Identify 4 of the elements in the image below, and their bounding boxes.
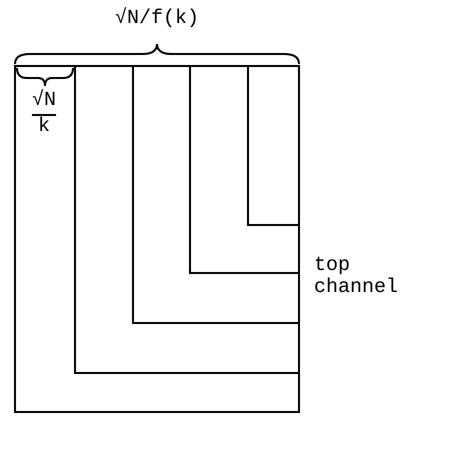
fraction-denominator: k [38,116,50,138]
fraction-numerator: √N [32,90,56,116]
width-label: √N/f(k) [115,8,200,30]
channel-label: top channel [314,255,400,299]
